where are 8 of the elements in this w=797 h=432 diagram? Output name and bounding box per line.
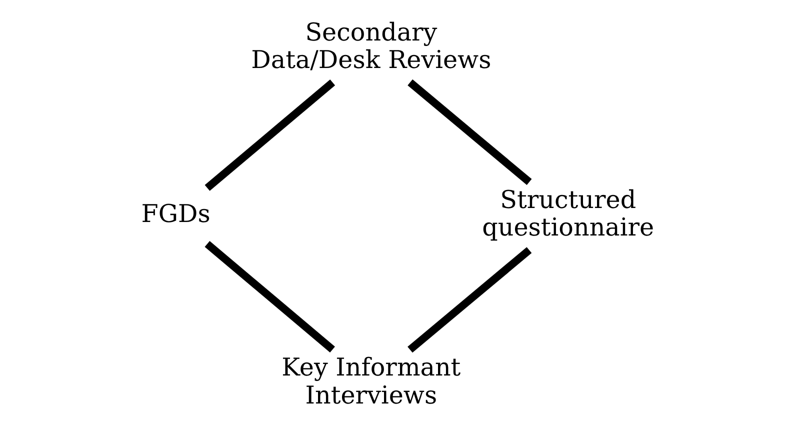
node-text: Structured questionnaire [482, 185, 654, 242]
connector [204, 79, 336, 191]
node-text: FGDs [141, 198, 210, 228]
connector [408, 247, 532, 353]
connector [408, 79, 532, 185]
node-text: Secondary Data/Desk Reviews [251, 17, 492, 74]
connector [204, 241, 335, 352]
node-text: Key Informant Interviews [282, 352, 461, 410]
